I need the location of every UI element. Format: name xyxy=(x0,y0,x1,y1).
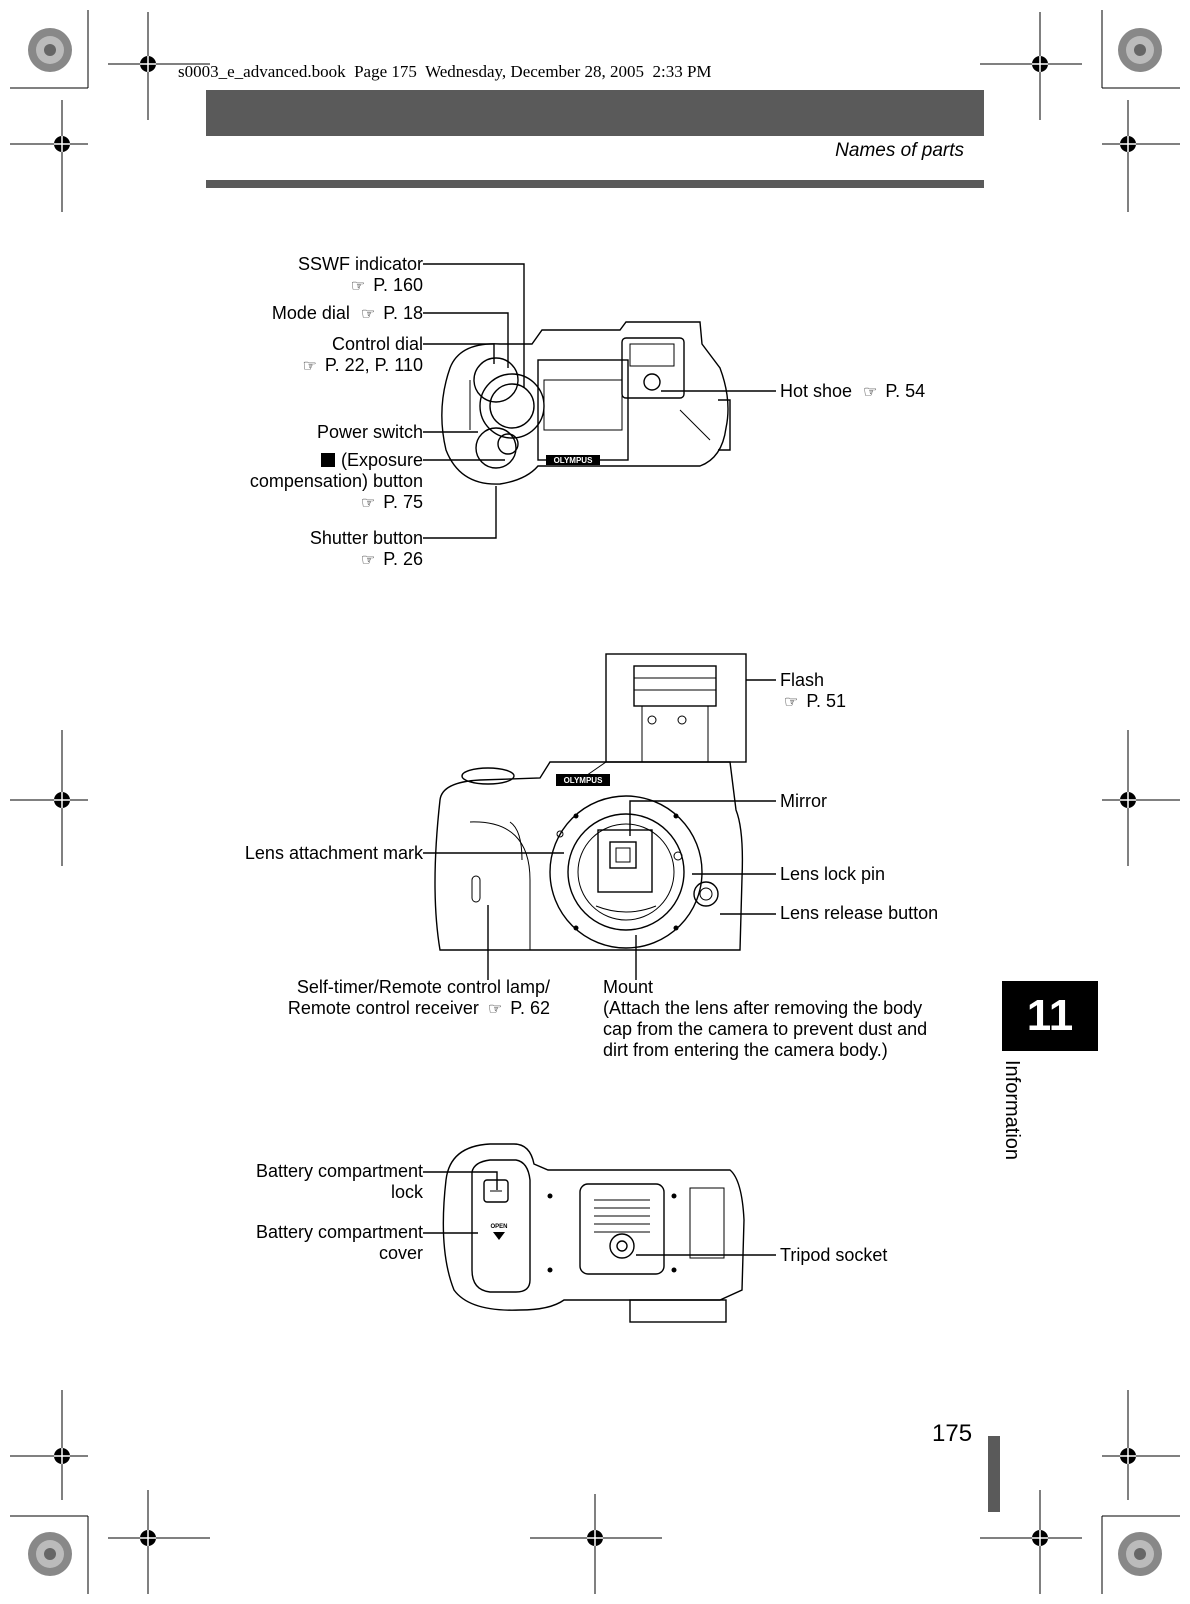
camera-brand-front: OLYMPUS xyxy=(564,776,603,785)
lens-release-button-label: Lens release button xyxy=(780,903,939,923)
mirror-label: Mirror xyxy=(780,791,827,811)
running-header: s0003_e_advanced.book Page 175 Wednesday… xyxy=(178,62,712,81)
exposure-button-label: (Exposure compensation) button ☞P. 75 xyxy=(250,450,423,514)
mode-dial-label: Mode dial ☞ P. 18 xyxy=(272,303,423,325)
hot-shoe-name: Hot shoe xyxy=(780,381,853,401)
pointing-hand-icon: ☞ xyxy=(360,306,376,323)
exposure-name-line2: compensation) button xyxy=(249,471,423,491)
mount-note-line1: (Attach the lens after removing the body xyxy=(603,998,923,1018)
mount-label: Mount (Attach the lens after removing th… xyxy=(603,977,927,1061)
shutter-ref: ☞P. 26 xyxy=(360,549,423,569)
sswf-indicator-name: SSWF indicator xyxy=(297,254,423,274)
battery-cover-line2: cover xyxy=(378,1243,423,1263)
camera-bottom-view: OPEN xyxy=(442,1143,745,1323)
hot-shoe-label: Hot shoe ☞ P. 54 xyxy=(780,381,925,403)
camera-top-view: OLYMPUS xyxy=(441,321,731,485)
battery-lock-label: Battery compartment lock xyxy=(256,1161,423,1203)
flash-ref: ☞P. 51 xyxy=(784,691,847,711)
section-title: Names of parts xyxy=(835,140,964,161)
mount-note-line2: cap from the camera to prevent dust and xyxy=(603,1019,928,1039)
pointing-hand-icon: ☞ xyxy=(302,358,317,375)
sswf-indicator-ref: ☞P. 160 xyxy=(350,275,423,295)
chapter-label: Information xyxy=(1001,1060,1023,1161)
lens-attachment-mark-label: Lens attachment mark xyxy=(244,843,423,863)
battery-lock-line1: Battery compartment xyxy=(255,1161,423,1181)
control-dial-name: Control dial xyxy=(331,334,423,354)
exposure-compensation-icon xyxy=(320,453,335,467)
self-timer-line1: Self-timer/Remote control lamp/ xyxy=(296,977,550,997)
mode-dial-name: Mode dial xyxy=(271,303,350,323)
flash-name: Flash xyxy=(780,670,825,690)
chapter-number: 11 xyxy=(1026,991,1074,1040)
header-rule xyxy=(206,180,984,188)
self-timer-label: Self-timer/Remote control lamp/ Remote c… xyxy=(288,977,550,1020)
battery-lock-line2: lock xyxy=(390,1182,423,1202)
pointing-hand-icon: ☞ xyxy=(360,552,376,569)
camera-front-view: OLYMPUS xyxy=(434,653,747,951)
open-text: OPEN xyxy=(490,1224,507,1230)
self-timer-ref: P. 62 xyxy=(510,998,550,1018)
flash-label: Flash ☞P. 51 xyxy=(780,670,846,713)
exposure-name-line1: (Exposure xyxy=(340,450,423,470)
mount-note-line3: dirt from entering the camera body.) xyxy=(603,1040,888,1060)
page-number-bar xyxy=(988,1436,1000,1512)
header-bar xyxy=(206,90,984,136)
self-timer-line2: Remote control receiver xyxy=(287,998,479,1018)
pointing-hand-icon: ☞ xyxy=(360,495,376,512)
shutter-button-label: Shutter button ☞P. 26 xyxy=(310,528,423,571)
mode-dial-ref: P. 18 xyxy=(383,303,423,323)
sswf-indicator-label: SSWF indicator ☞P. 160 xyxy=(298,254,423,297)
chapter-tab: 11 xyxy=(1002,981,1098,1051)
camera-brand-top: OLYMPUS xyxy=(554,456,593,465)
page-number: 175 xyxy=(932,1420,973,1447)
shutter-name: Shutter button xyxy=(309,528,423,548)
exposure-ref: ☞P. 75 xyxy=(360,492,423,512)
control-dial-ref: ☞P. 22, P. 110 xyxy=(302,355,423,375)
pointing-hand-icon: ☞ xyxy=(784,694,799,711)
pointing-hand-icon: ☞ xyxy=(863,384,878,401)
power-switch-label: Power switch xyxy=(316,422,423,442)
battery-cover-line1: Battery compartment xyxy=(255,1222,423,1242)
pointing-hand-icon: ☞ xyxy=(350,278,366,295)
lens-lock-pin-label: Lens lock pin xyxy=(780,864,886,884)
control-dial-label: Control dial ☞P. 22, P. 110 xyxy=(303,334,423,377)
battery-cover-label: Battery compartment cover xyxy=(256,1222,423,1264)
pointing-hand-icon: ☞ xyxy=(487,1001,503,1018)
hot-shoe-ref: P. 54 xyxy=(885,381,926,401)
mount-name: Mount xyxy=(603,977,654,997)
tripod-socket-label: Tripod socket xyxy=(780,1245,888,1265)
